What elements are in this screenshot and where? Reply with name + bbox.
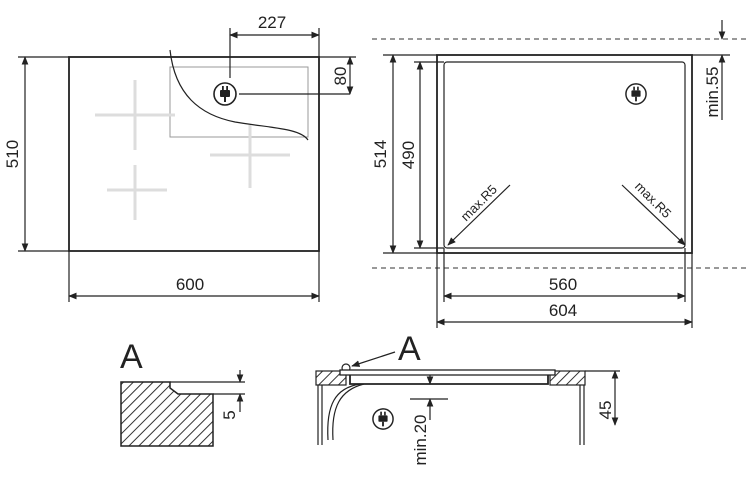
radius-left: max.R5 xyxy=(458,182,500,224)
worktop-left xyxy=(315,370,347,386)
hob-body xyxy=(349,375,549,385)
cable-curve xyxy=(169,49,309,141)
radius-leader-left xyxy=(447,184,511,246)
dim-510: 510 xyxy=(3,140,22,168)
plug-icon xyxy=(372,408,394,430)
dim-45: 45 xyxy=(596,401,615,420)
cutout-inner xyxy=(443,61,686,249)
detail-a: A 5 xyxy=(120,338,245,447)
hob-glass xyxy=(339,369,556,376)
dim-600: 600 xyxy=(176,275,204,294)
dim-min20: min.20 xyxy=(411,414,430,465)
worktop-right xyxy=(549,370,586,386)
hob-outline xyxy=(68,56,320,252)
burner-crosses xyxy=(95,80,290,220)
plug-icon xyxy=(213,82,237,106)
dim-560: 560 xyxy=(549,275,577,294)
dim-min55: min.55 xyxy=(703,66,722,117)
dim-604: 604 xyxy=(549,301,577,320)
worktop-section xyxy=(120,381,214,447)
plug-icon xyxy=(625,83,647,105)
dim-80: 80 xyxy=(331,67,350,86)
detail-label: A xyxy=(120,338,143,376)
cutout-view: min.55 514 490 max.R5 max.R5 560 604 xyxy=(371,20,750,328)
cutout-outer xyxy=(436,54,693,254)
dim-227: 227 xyxy=(258,13,286,32)
dim-490: 490 xyxy=(399,141,418,169)
section-view: A 45 min.20 xyxy=(315,330,620,466)
section-leader xyxy=(351,351,396,367)
top-view: 227 80 510 600 xyxy=(3,13,356,302)
dim-514: 514 xyxy=(371,140,390,168)
section-label: A xyxy=(398,330,421,368)
radius-leader-right xyxy=(621,184,686,246)
dim-5: 5 xyxy=(220,410,239,419)
socket-box xyxy=(169,66,309,138)
power-cable xyxy=(327,383,361,441)
